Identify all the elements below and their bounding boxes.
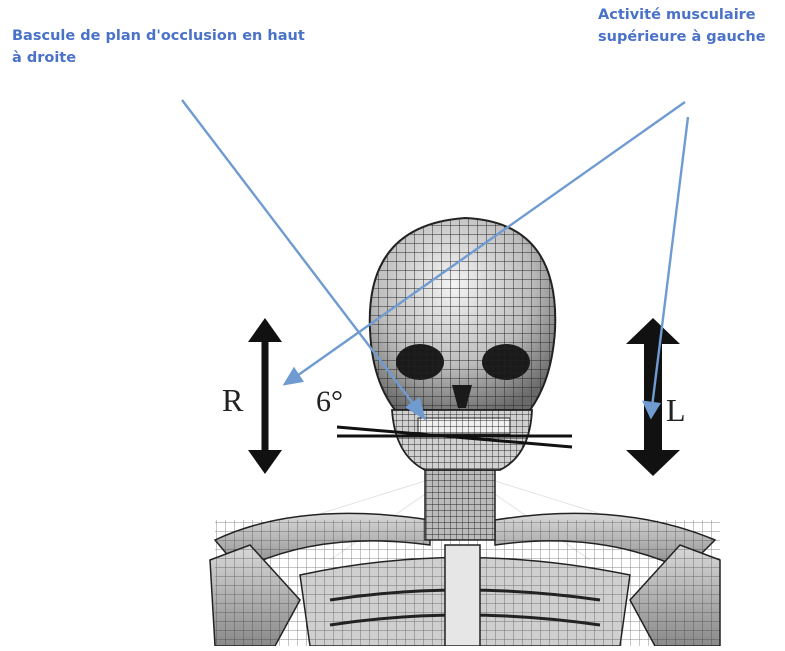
label-right-side: R [222,382,243,419]
cervical-spine [425,470,495,540]
label-left-side: L [666,392,686,429]
annotation-occlusion-tilt: Bascule de plan d'occlusion en haut à dr… [12,25,372,69]
right-side-double-arrow-icon [248,318,282,474]
annotation-muscle-activity: Activité musculaire supérieure à gauche [598,4,785,48]
pointer-muscle-to-l [652,117,688,407]
pointer-muscle-to-r-head [285,369,302,384]
label-tilt-angle: 6° [316,385,343,419]
pointer-occlusion [182,100,418,410]
